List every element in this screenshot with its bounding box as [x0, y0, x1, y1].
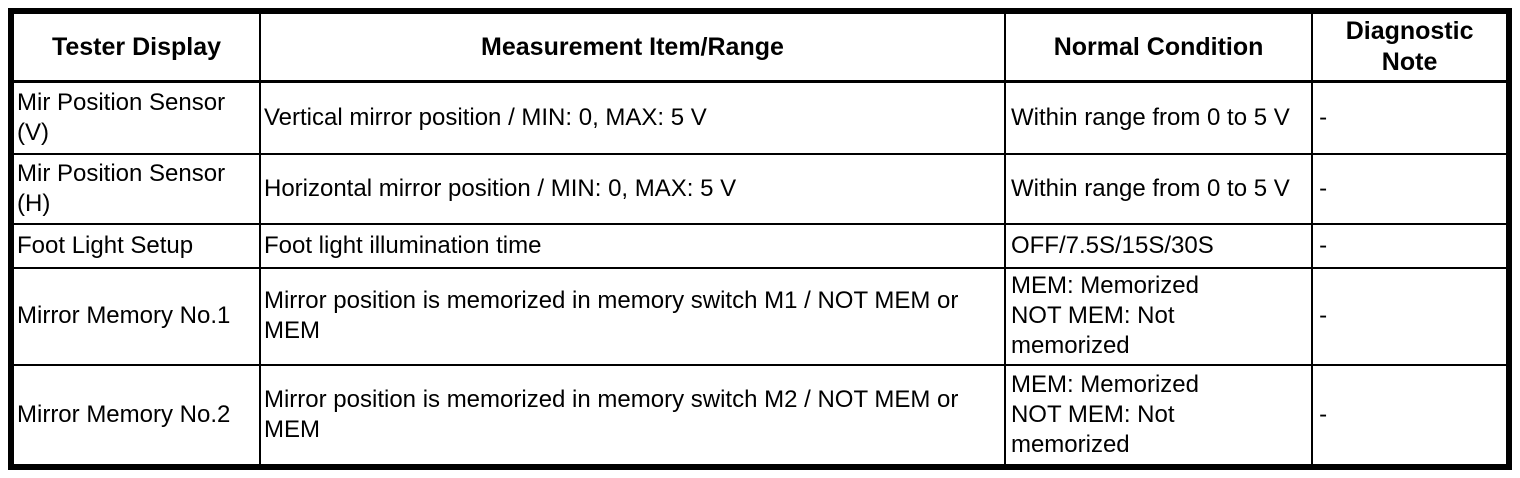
table-row: Mirror Memory No.1 Mirror position is me…: [10, 267, 1510, 366]
cell-tester-display: Mirror Memory No.2: [10, 363, 261, 469]
cell-diagnostic-note: -: [1311, 267, 1510, 366]
table-row: Mir Position Sensor (V) Vertical mirror …: [10, 80, 1510, 155]
cell-normal-condition: Within range from 0 to 5 V: [1003, 152, 1314, 226]
cell-measurement-item-range: Foot light illumination time: [258, 223, 1006, 270]
cell-normal-condition: MEM: Memorized NOT MEM: Not memorized: [1003, 363, 1314, 469]
cell-diagnostic-note: -: [1311, 363, 1510, 469]
cell-tester-display: Mir Position Sensor (H): [10, 152, 261, 226]
cell-diagnostic-note: -: [1311, 152, 1510, 226]
cell-normal-condition: MEM: Memorized NOT MEM: Not memorized: [1003, 267, 1314, 366]
cell-measurement-item-range: Horizontal mirror position / MIN: 0, MAX…: [258, 152, 1006, 226]
table-row: Mirror Memory No.2 Mirror position is me…: [10, 363, 1510, 469]
cell-diagnostic-note: -: [1311, 80, 1510, 155]
header-row: Tester Display Measurement Item/Range No…: [10, 10, 1510, 83]
column-header-normal-condition: Normal Condition: [1003, 10, 1314, 83]
cell-measurement-item-range: Mirror position is memorized in memory s…: [258, 363, 1006, 469]
tester-display-spec-table: Tester Display Measurement Item/Range No…: [8, 8, 1512, 470]
cell-normal-condition: Within range from 0 to 5 V: [1003, 80, 1314, 155]
column-header-tester-display: Tester Display: [10, 10, 261, 83]
cell-tester-display: Mir Position Sensor (V): [10, 80, 261, 155]
cell-tester-display: Foot Light Setup: [10, 223, 261, 270]
table-row: Mir Position Sensor (H) Horizontal mirro…: [10, 152, 1510, 226]
column-header-measurement-item-range: Measurement Item/Range: [258, 10, 1006, 83]
cell-normal-condition: OFF/7.5S/15S/30S: [1003, 223, 1314, 270]
cell-diagnostic-note: -: [1311, 223, 1510, 270]
column-header-diagnostic-note: Diagnostic Note: [1311, 10, 1510, 83]
cell-measurement-item-range: Vertical mirror position / MIN: 0, MAX: …: [258, 80, 1006, 155]
table-row: Foot Light Setup Foot light illumination…: [10, 223, 1510, 270]
cell-tester-display: Mirror Memory No.1: [10, 267, 261, 366]
cell-measurement-item-range: Mirror position is memorized in memory s…: [258, 267, 1006, 366]
